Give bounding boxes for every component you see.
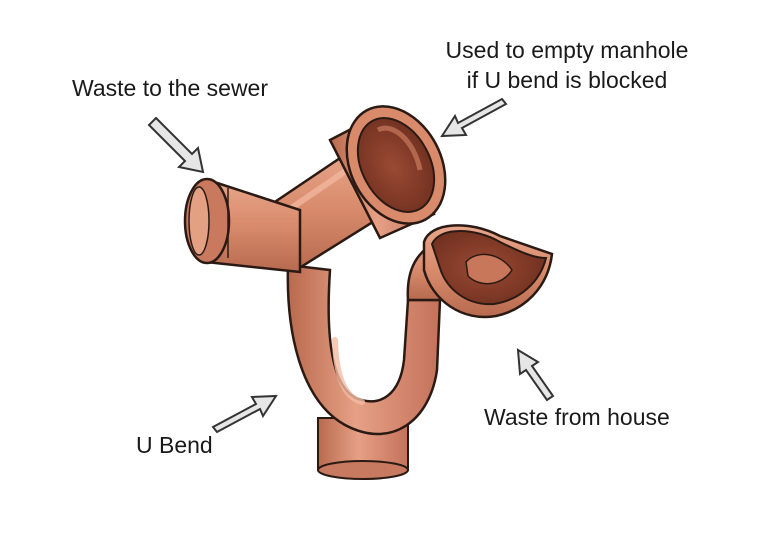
label-waste-from-house: Waste from house — [484, 402, 670, 432]
label-waste-to-sewer: Waste to the sewer — [72, 73, 268, 103]
sewer-outlet — [183, 177, 302, 274]
label-text: Waste to the sewer — [72, 75, 269, 101]
label-text-line-1: Used to empty manhole — [445, 37, 689, 63]
label-text-line-2: if U bend is blocked — [466, 67, 668, 93]
manhole-socket — [328, 105, 447, 240]
label-manhole-access: Used to empty manhole if U bend is block… — [407, 35, 727, 95]
arrow-icon — [516, 348, 555, 402]
house-inlet-socket — [422, 224, 554, 319]
label-u-bend: U Bend — [136, 430, 213, 460]
label-text: U Bend — [136, 432, 213, 458]
u-bend-body — [286, 263, 442, 436]
label-text: Waste from house — [484, 404, 670, 430]
arrow-icon — [147, 116, 205, 174]
arrow-icon — [211, 394, 278, 434]
arrow-icon — [440, 97, 508, 138]
